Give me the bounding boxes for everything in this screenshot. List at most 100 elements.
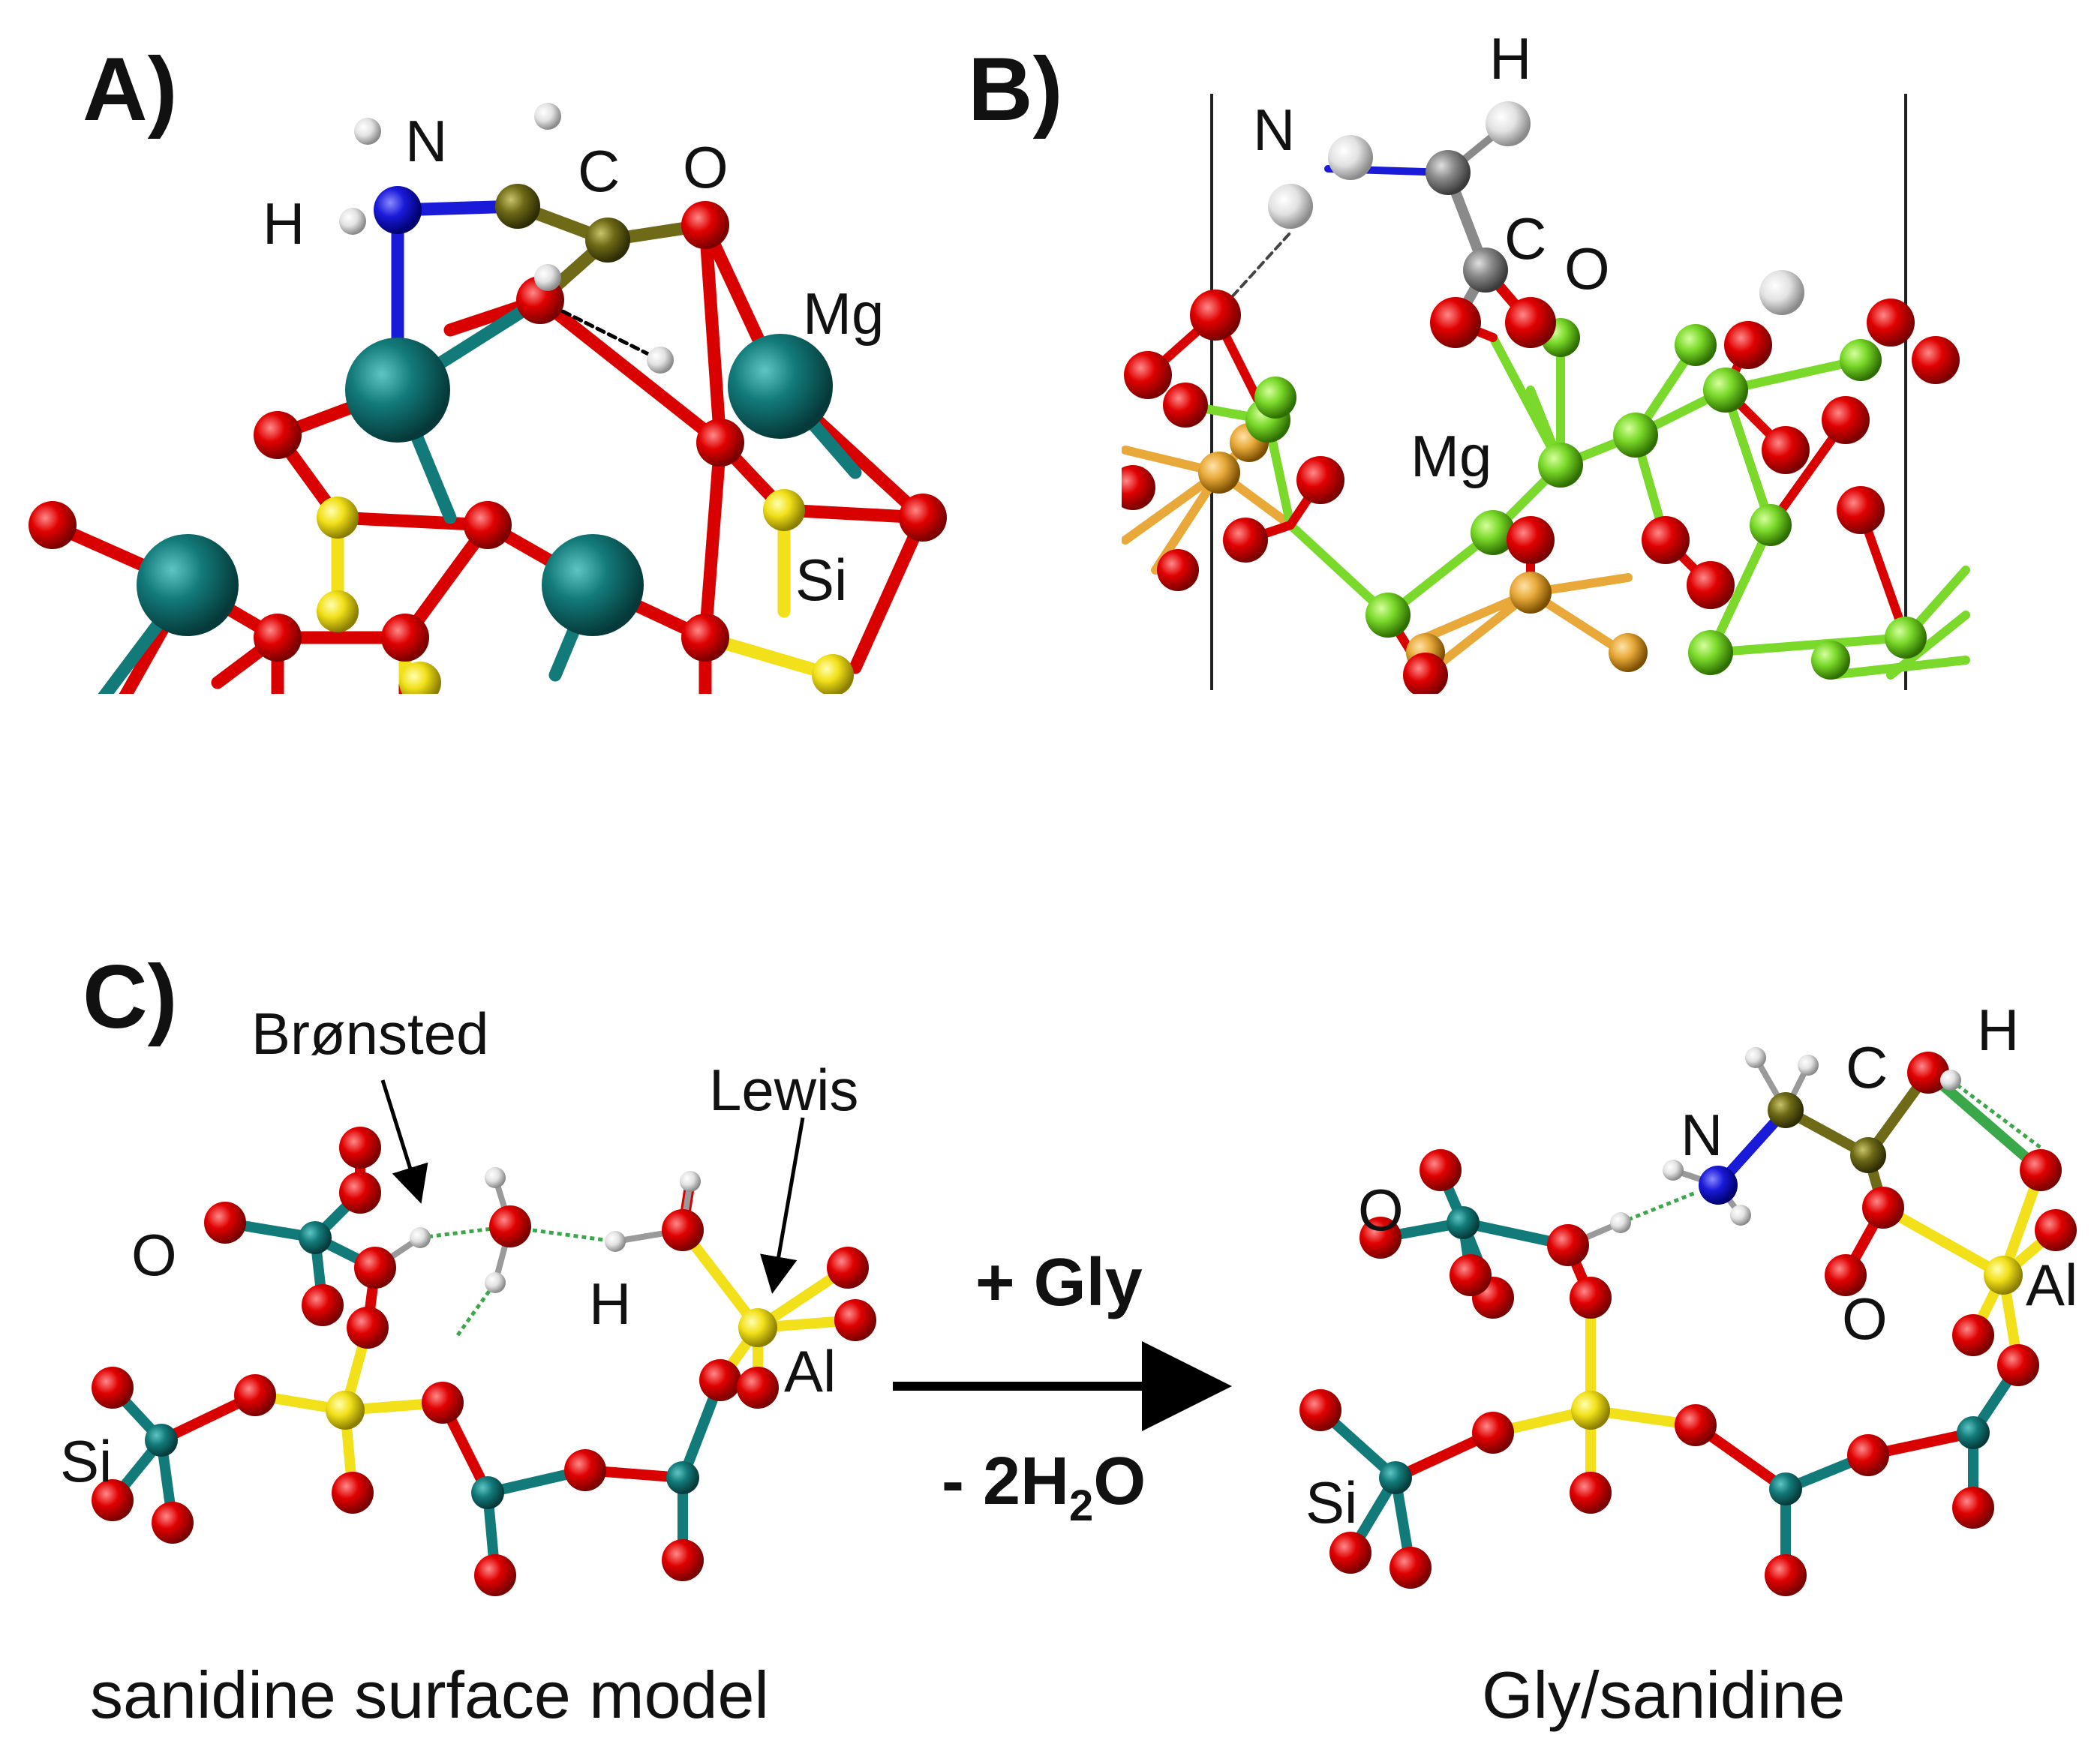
panel-b-label: B) <box>968 39 1063 140</box>
atom-o <box>1724 321 1772 369</box>
atom-o <box>1862 1187 1904 1229</box>
label-mg: Mg <box>803 281 884 347</box>
panel-a-label: A) <box>83 39 178 140</box>
label-o: O <box>131 1222 177 1288</box>
label-mg: Mg <box>1411 423 1492 489</box>
atom-o <box>332 1472 374 1514</box>
atom-o <box>1420 1149 1462 1191</box>
atom-si <box>399 662 441 694</box>
atom-o <box>1299 1389 1341 1431</box>
atom-o <box>1163 383 1208 428</box>
atom-o <box>1223 518 1268 563</box>
atom-h <box>485 1272 506 1293</box>
label-n: N <box>1253 97 1295 163</box>
atom-al <box>1571 1391 1610 1430</box>
panel-b: B) <box>968 26 1970 694</box>
reagent-label: + Gly <box>975 1245 1143 1320</box>
atom-orange <box>1609 633 1648 672</box>
atom-o <box>1847 1434 1889 1476</box>
atom-al <box>738 1308 777 1347</box>
atom-h <box>1745 1047 1766 1068</box>
atom-o <box>834 1299 876 1341</box>
atom-mg-green <box>1471 510 1516 555</box>
atom-h <box>534 264 561 291</box>
atom-mg-green <box>1703 368 1748 413</box>
atom-si <box>1769 1472 1802 1505</box>
atom-o <box>92 1479 134 1521</box>
atom-si <box>471 1476 504 1509</box>
atom-mg-green <box>1885 617 1927 659</box>
label-o: O <box>1564 236 1610 302</box>
atom-mg-green <box>1811 641 1850 680</box>
label-n: N <box>1681 1102 1723 1168</box>
atom-c <box>1850 1137 1886 1173</box>
atom-mg-green <box>1675 324 1717 366</box>
atom-si <box>1379 1461 1412 1494</box>
atom-o <box>464 501 512 549</box>
atom-h <box>1663 1160 1684 1181</box>
atom-h <box>354 118 381 145</box>
atom-o <box>1472 1412 1514 1454</box>
atom-mg-green <box>1688 630 1733 675</box>
label-c: C <box>1504 206 1546 272</box>
atom-o <box>347 1307 389 1349</box>
atom-o <box>2035 1209 2077 1251</box>
atom-o <box>564 1449 606 1491</box>
byproduct-label: - 2H2O <box>942 1444 1146 1530</box>
atom-o <box>662 1539 704 1581</box>
atom-o <box>1430 297 1481 348</box>
atom-mg-green <box>1613 413 1658 458</box>
atom-o <box>1675 1404 1717 1446</box>
atom-o <box>234 1374 276 1416</box>
label-c: C <box>1846 1034 1888 1100</box>
atom-o <box>2020 1149 2062 1191</box>
atom-o <box>1822 396 1870 444</box>
atom-c <box>585 218 630 263</box>
atom-o <box>1762 426 1810 474</box>
label-n: N <box>405 108 447 174</box>
atom-h <box>1486 101 1531 146</box>
atom-o <box>1505 297 1556 348</box>
atom-o <box>899 494 947 542</box>
atom-h <box>605 1231 626 1252</box>
atom-o <box>827 1247 869 1289</box>
atom-o <box>489 1205 531 1247</box>
atom-o <box>1124 351 1172 399</box>
label-o: O <box>1358 1177 1404 1243</box>
atom-o <box>1570 1277 1612 1319</box>
atom-mg <box>728 334 833 439</box>
sanidine-model: Brønsted Lewis O H Al Si sanidine surfac… <box>60 1001 876 1732</box>
atom-h <box>534 103 561 130</box>
atom-si <box>145 1424 178 1457</box>
atom-o <box>1296 456 1344 504</box>
atom-mg-green <box>1750 504 1792 546</box>
label-si: Si <box>795 547 847 613</box>
label-si: Si <box>1305 1469 1357 1535</box>
atom-c <box>1768 1092 1804 1128</box>
bronsted-arrow <box>380 1079 428 1204</box>
label-o: O <box>1842 1286 1888 1352</box>
atom-h <box>1730 1205 1751 1226</box>
atom-h <box>647 347 674 374</box>
atom-si <box>763 489 805 531</box>
atom-o <box>662 1209 704 1251</box>
atom-o <box>1687 561 1735 609</box>
atom-o <box>1507 516 1555 564</box>
atom-o <box>254 614 302 662</box>
label-al: Al <box>784 1338 836 1404</box>
atom-si <box>1447 1206 1480 1239</box>
label-c: C <box>578 138 620 204</box>
atom-orange <box>1198 452 1240 494</box>
atom-o <box>422 1382 464 1424</box>
atom-mg-green <box>1840 339 1882 381</box>
atom-si <box>299 1221 332 1254</box>
panel-b-atoms <box>1122 101 1960 694</box>
atom-o <box>254 411 302 459</box>
atom-h <box>1759 270 1804 315</box>
atom-o <box>1837 486 1885 534</box>
atom-o <box>1570 1472 1612 1514</box>
atom-mg-green <box>1365 593 1411 638</box>
panel-c: C) <box>60 947 2077 1732</box>
caption-sanidine-surface-model: sanidine surface model <box>90 1658 769 1732</box>
atom-o <box>29 501 77 549</box>
